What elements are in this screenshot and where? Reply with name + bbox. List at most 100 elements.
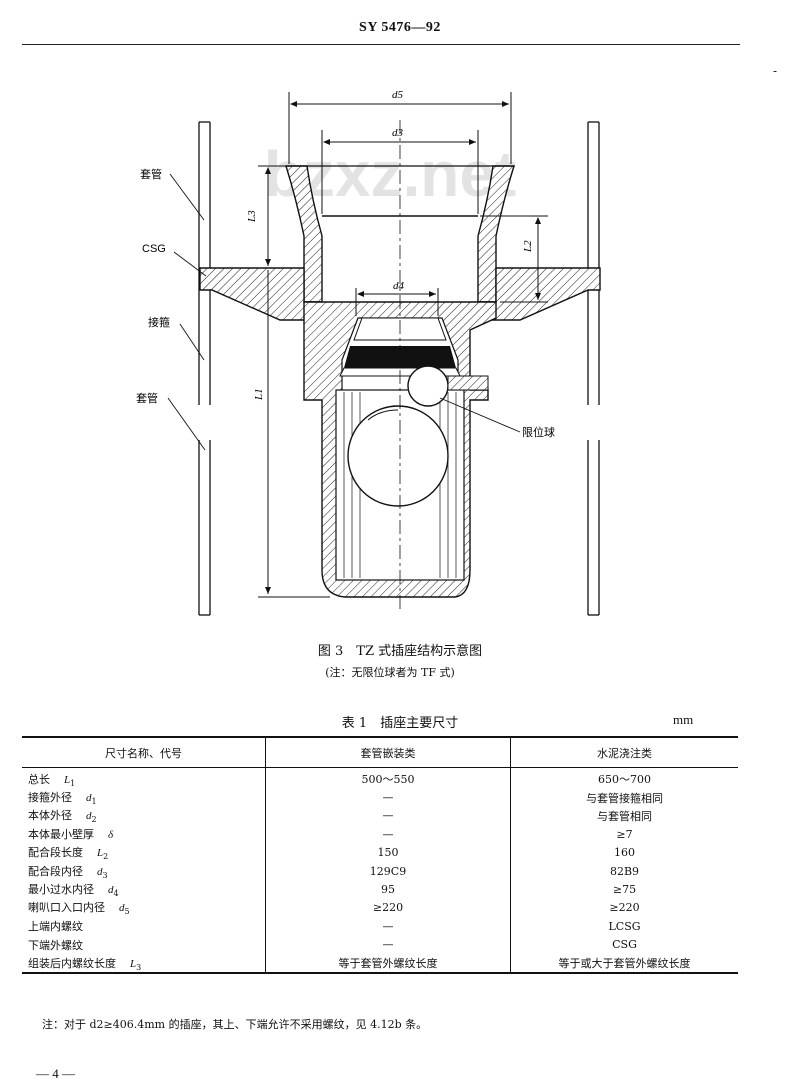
table-row: 最小过水内径 d4 95≥75	[22, 880, 738, 899]
page-number: — 4 —	[36, 1066, 75, 1081]
row-embedded: ≥220	[265, 898, 511, 918]
row-name: 下端外螺纹	[22, 936, 266, 954]
row-symbol-subscript: 1	[70, 778, 76, 788]
row-name: 最小过水内径 d4	[22, 880, 266, 898]
label-limit-ball: 限位球	[522, 425, 555, 439]
table-row: 本体外径 d2 —与套管相同	[22, 806, 738, 826]
table-title: 表 1 插座主要尺寸	[341, 716, 459, 731]
row-name-text: 上端内螺纹	[28, 920, 83, 934]
row-symbol: d	[108, 883, 114, 896]
row-name: 接箍外径 d1	[22, 788, 266, 806]
row-name: 配合段内径 d3	[22, 862, 266, 880]
row-name: 组装后内螺纹长度 L3	[22, 953, 266, 975]
row-name: 本体外径 d2	[22, 807, 266, 825]
row-embedded: —	[265, 917, 511, 936]
row-symbol: d	[86, 810, 92, 823]
row-name-text: 本体最小壁厚	[28, 828, 94, 842]
row-cemented: 82B9	[510, 861, 738, 881]
limit-ball	[407, 365, 449, 407]
row-name: 配合段长度 L2	[22, 844, 266, 862]
row-symbol-subscript: 2	[91, 815, 97, 825]
row-cemented: CSG	[510, 935, 738, 954]
dim-L1: L1	[253, 388, 265, 401]
header-embedded: 套管嵌装类	[265, 736, 511, 768]
dim-d3: d3	[392, 127, 404, 139]
row-name: 喇叭口入口内径 d5	[22, 899, 266, 917]
row-cemented: 650～700	[510, 767, 738, 789]
valve-ball	[347, 405, 449, 507]
label-coupling: 接箍	[148, 315, 170, 329]
table-row: 上端内螺纹 —LCSG	[22, 917, 738, 936]
row-name-text: 最小过水内径	[28, 882, 94, 896]
row-cemented: 与套管相同	[510, 806, 738, 826]
row-cemented: LCSG	[510, 917, 738, 936]
row-name-text: 配合段内径	[28, 864, 83, 878]
row-symbol: L	[97, 847, 104, 860]
row-cemented: 160	[510, 843, 738, 862]
dim-d5: d5	[392, 89, 404, 101]
table-row: 喇叭口入口内径 d5 ≥220≥220	[22, 898, 738, 918]
dim-L3: L3	[246, 210, 258, 223]
header-cemented: 水泥浇注类	[510, 736, 738, 768]
label-casing-bottom: 套管	[136, 391, 158, 405]
row-symbol: d	[97, 865, 103, 878]
row-symbol-subscript: 1	[91, 797, 97, 807]
row-embedded: 150	[265, 843, 511, 862]
dim-L2: L2	[522, 240, 534, 253]
row-name-text: 总长	[28, 772, 50, 786]
table-row: 本体最小壁厚 δ —≥7	[22, 825, 738, 844]
socket-structure-drawing: bzxz.net	[136, 89, 601, 616]
row-embedded: 95	[265, 880, 511, 899]
header-name: 尺寸名称、代号	[22, 736, 266, 768]
dim-d4: d4	[393, 280, 405, 292]
label-csg: CSG	[142, 243, 166, 255]
row-symbol-subscript: 3	[136, 962, 142, 972]
row-name-text: 接箍外径	[28, 790, 72, 804]
table-header-row: 尺寸名称、代号 套管嵌装类 水泥浇注类	[22, 736, 738, 768]
row-cemented: ≥220	[510, 898, 738, 918]
figure-note: (注：无限位球者为 TF 式)	[325, 666, 455, 679]
row-symbol: d	[86, 791, 92, 804]
figure-caption: 图 3 TZ 式插座结构示意图	[317, 644, 483, 659]
right-casing	[587, 121, 600, 616]
row-cemented: 与套管接箍相同	[510, 788, 738, 807]
row-cemented: ≥75	[510, 880, 738, 899]
row-symbol: d	[119, 902, 125, 915]
row-embedded: —	[265, 806, 511, 826]
row-name: 本体最小壁厚 δ	[22, 825, 266, 843]
row-embedded: —	[265, 788, 511, 807]
row-name-text: 配合段长度	[28, 846, 83, 860]
row-symbol-subscript: 5	[124, 907, 130, 917]
row-symbol-subscript: 2	[103, 852, 109, 862]
row-name-text: 组装后内螺纹长度	[28, 956, 116, 970]
row-embedded: 500～550	[265, 767, 511, 789]
row-embedded: 129C9	[265, 861, 511, 881]
row-symbol: L	[64, 773, 71, 786]
row-symbol-subscript: 3	[102, 870, 108, 880]
table-row: 下端外螺纹 —CSG	[22, 935, 738, 954]
row-name: 总长 L1	[22, 768, 266, 789]
table-row: 接箍外径 d1 —与套管接箍相同	[22, 788, 738, 807]
row-name-text: 本体外径	[28, 809, 72, 823]
left-casing	[198, 121, 211, 616]
row-embedded: —	[265, 825, 511, 844]
label-casing-top: 套管	[140, 167, 162, 181]
table-unit: mm	[673, 712, 694, 727]
row-symbol: δ	[108, 829, 114, 842]
margin-mark: -	[773, 64, 778, 78]
row-cemented: ≥7	[510, 825, 738, 844]
table-row: 组装后内螺纹长度 L3 等于套管外螺纹长度等于或大于套管外螺纹长度	[22, 953, 738, 975]
row-cemented: 等于或大于套管外螺纹长度	[510, 953, 738, 975]
row-name-text: 下端外螺纹	[28, 938, 83, 952]
row-symbol-subscript: 4	[113, 889, 119, 899]
row-name-text: 喇叭口入口内径	[28, 901, 105, 915]
row-name: 上端内螺纹	[22, 917, 266, 935]
row-embedded: —	[265, 935, 511, 954]
row-embedded: 等于套管外螺纹长度	[265, 953, 511, 975]
row-symbol: L	[130, 957, 137, 970]
